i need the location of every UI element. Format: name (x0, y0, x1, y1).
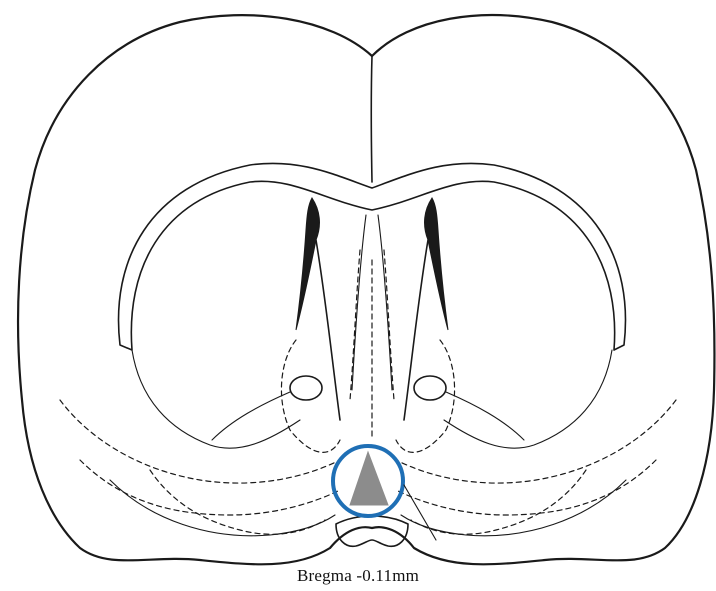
left-lateral-ventricle (296, 198, 319, 330)
pointer-line (404, 485, 436, 540)
longitudinal-fissure (371, 56, 372, 182)
septum-midline-right (378, 215, 392, 390)
corpus-callosum (119, 163, 626, 350)
bregma-caption: Bregma -0.11mm (0, 566, 716, 586)
left-nucleus-boundary-2 (60, 400, 340, 483)
optic-chiasm (336, 516, 408, 546)
left-nucleus-boundary-3 (80, 460, 340, 515)
septum-fiber-2 (384, 250, 394, 400)
left-anterior-commissure (290, 376, 322, 400)
septum-fiber-1 (350, 250, 360, 400)
left-nucleus-boundary-1 (281, 340, 340, 452)
right-lateral-ventricle (425, 198, 448, 330)
target-region-triangle (350, 452, 388, 505)
left-ventral-contour (110, 480, 335, 536)
right-commissure-tract (446, 392, 524, 440)
right-nucleus-boundary-1 (396, 340, 455, 452)
right-nucleus-boundary-2 (396, 400, 676, 483)
right-anterior-commissure (414, 376, 446, 400)
right-nucleus-boundary-4 (411, 470, 586, 534)
right-striatum-boundary (444, 350, 612, 448)
right-nucleus-boundary-3 (396, 460, 656, 515)
septum-midline-left (352, 215, 366, 390)
right-ventral-contour (401, 480, 626, 536)
left-nucleus-boundary-4 (150, 470, 325, 534)
septum-left-edge (316, 240, 340, 420)
